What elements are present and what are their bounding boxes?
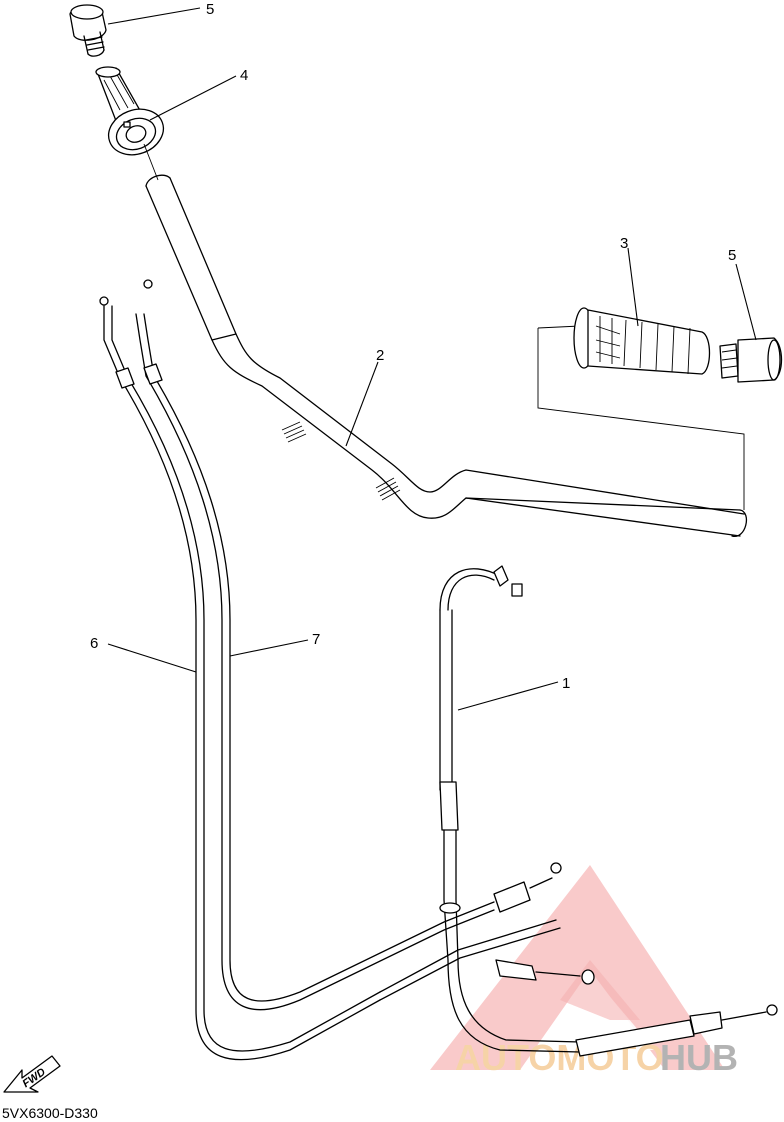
callout-2: 2 (376, 347, 384, 364)
callout-1: 1 (562, 675, 570, 692)
assembly-line-left (143, 143, 159, 181)
callout-5-right: 5 (728, 247, 736, 264)
callout-4: 4 (240, 67, 248, 84)
callout-leaders (107, 7, 757, 711)
part-1-cable (439, 565, 778, 1057)
watermark-text-hub: HUB (660, 1037, 738, 1078)
part-4-throttle-grip (95, 66, 165, 156)
callout-6: 6 (90, 635, 98, 652)
drawing-code: 5VX6300-D330 (2, 1105, 98, 1121)
part-5-grip-end-left (69, 4, 107, 57)
watermark-triangle-icon (430, 865, 725, 1070)
callout-7: 7 (312, 631, 320, 648)
part-7-throttle-cable (135, 279, 595, 1011)
part-5-grip-end-right (719, 337, 783, 383)
callout-5-left: 5 (206, 1, 214, 18)
part-2-handlebar (145, 174, 748, 537)
fwd-arrow-icon: FWD (3, 1055, 61, 1093)
callout-3: 3 (620, 235, 628, 252)
part-6-throttle-cable (99, 296, 561, 1061)
part-3-right-grip (537, 307, 745, 510)
